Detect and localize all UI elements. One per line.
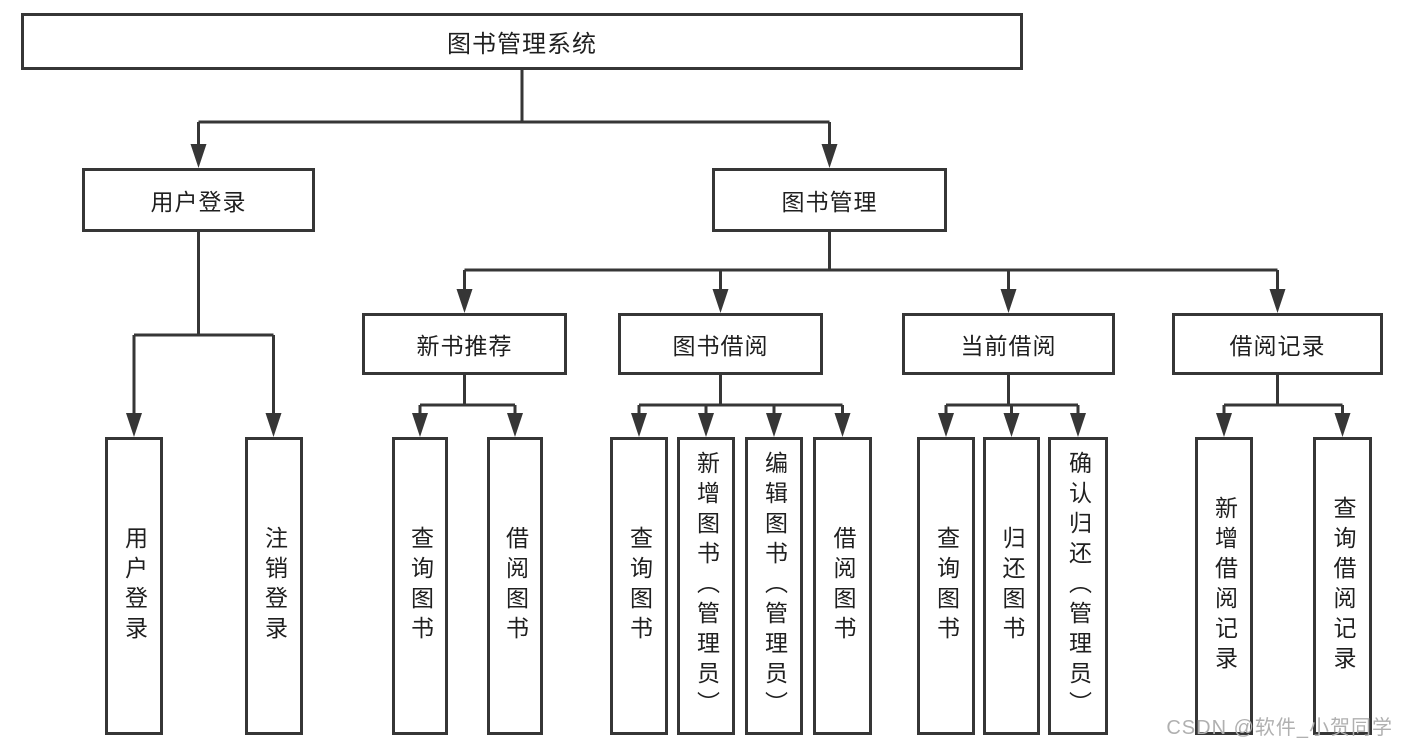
arrowhead-icon	[190, 144, 207, 168]
leaf-borrow-books-1: 借阅图书	[487, 437, 543, 735]
arrowhead-icon	[126, 413, 142, 437]
arrowhead-icon	[456, 289, 473, 313]
arrowhead-icon	[507, 413, 523, 437]
leaf-label: 确认归还（管理员）	[1065, 451, 1092, 721]
leaf-label: 查询图书	[626, 526, 653, 646]
leaf-logout: 注销登录	[245, 437, 303, 735]
leaf-label: 编辑图书（管理员）	[761, 451, 788, 721]
leaf-label: 查询图书	[407, 526, 434, 646]
arrowhead-icon	[1216, 413, 1232, 437]
leaf-label: 新增借阅记录	[1211, 496, 1238, 676]
leaf-user-login: 用户登录	[105, 437, 163, 735]
leaf-confirm-return-admin: 确认归还（管理员）	[1048, 437, 1108, 735]
leaf-query-books-1: 查询图书	[392, 437, 448, 735]
node-new-book-recommend: 新书推荐	[362, 313, 567, 375]
arrowhead-icon	[265, 413, 282, 437]
arrowhead-icon	[1000, 289, 1017, 313]
leaf-edit-books-admin: 编辑图书（管理员）	[745, 437, 803, 735]
arrowhead-icon	[938, 413, 954, 437]
arrowhead-icon	[821, 144, 838, 168]
leaf-label: 查询借阅记录	[1330, 496, 1356, 676]
leaf-add-borrow-record: 新增借阅记录	[1195, 437, 1253, 735]
node-book-management: 图书管理	[712, 168, 947, 232]
leaf-label: 查询图书	[933, 526, 960, 646]
arrowhead-icon	[412, 413, 428, 437]
node-user-login-branch: 用户登录	[82, 168, 315, 232]
connector-path	[132, 70, 1344, 416]
arrowhead-icon	[1070, 413, 1086, 437]
arrowhead-icon	[834, 413, 851, 437]
leaf-label: 注销登录	[261, 526, 288, 646]
node-borrow-record: 借阅记录	[1172, 313, 1383, 375]
leaf-query-borrow-record: 查询借阅记录	[1313, 437, 1372, 735]
leaf-return-books: 归还图书	[983, 437, 1040, 735]
arrowhead-icon	[698, 413, 714, 437]
leaf-label: 归还图书	[999, 526, 1025, 646]
csdn-watermark: CSDN @软件_小贺同学	[1166, 717, 1393, 739]
leaf-query-books-2: 查询图书	[610, 437, 668, 735]
arrowhead-icon	[631, 413, 647, 437]
leaf-add-books-admin: 新增图书（管理员）	[677, 437, 735, 735]
arrowhead-icon	[712, 289, 729, 313]
leaf-borrow-books-2: 借阅图书	[813, 437, 872, 735]
arrowhead-icon	[1334, 413, 1351, 437]
arrowhead-group	[126, 144, 1351, 437]
node-library-system: 图书管理系统	[21, 13, 1023, 70]
leaf-label: 借阅图书	[830, 526, 856, 646]
arrowhead-icon	[1003, 413, 1020, 437]
node-current-borrow: 当前借阅	[902, 313, 1115, 375]
arrowhead-icon	[766, 413, 782, 437]
leaf-label: 用户登录	[121, 526, 148, 646]
leaf-query-books-3: 查询图书	[917, 437, 975, 735]
node-book-borrow: 图书借阅	[618, 313, 823, 375]
leaf-label: 借阅图书	[502, 526, 529, 646]
arrowhead-icon	[1269, 289, 1286, 313]
leaf-label: 新增图书（管理员）	[693, 451, 720, 721]
